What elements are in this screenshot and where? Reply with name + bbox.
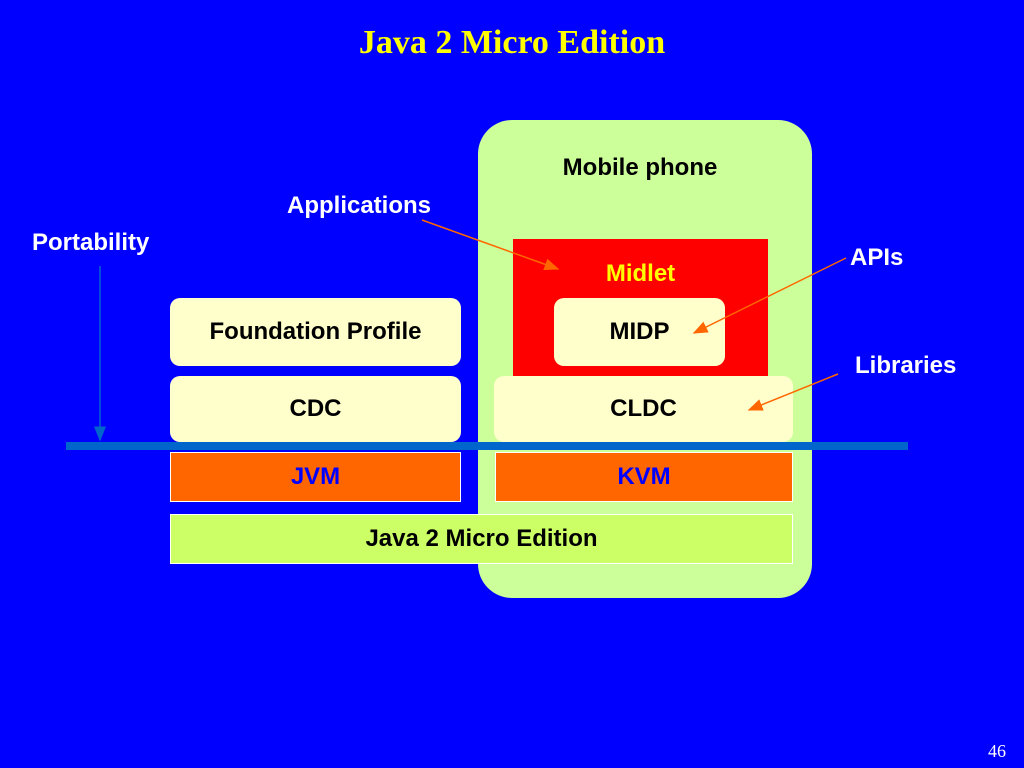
- cldc-box: CLDC: [494, 376, 793, 442]
- libraries-arrow: [747, 373, 839, 411]
- mobile-phone-label: Mobile phone: [562, 154, 718, 181]
- slide-title: Java 2 Micro Edition: [358, 24, 666, 61]
- kvm-box: KVM: [495, 452, 793, 502]
- portability-label: Portability: [32, 229, 150, 256]
- applications-label: Applications: [287, 192, 432, 219]
- jvm-box: JVM: [170, 452, 461, 502]
- apis-arrow: [692, 257, 847, 334]
- cdc-box: CDC: [170, 376, 461, 442]
- page-number: 46: [988, 741, 1006, 761]
- portability-line: [66, 442, 908, 450]
- foundation-profile-box: Foundation Profile: [170, 298, 461, 366]
- java2me-box: Java 2 Micro Edition: [170, 514, 793, 564]
- apis-label: APIs: [850, 244, 904, 271]
- applications-arrow: [421, 219, 560, 271]
- midlet-label: Midlet: [605, 260, 676, 287]
- libraries-label: Libraries: [855, 352, 957, 379]
